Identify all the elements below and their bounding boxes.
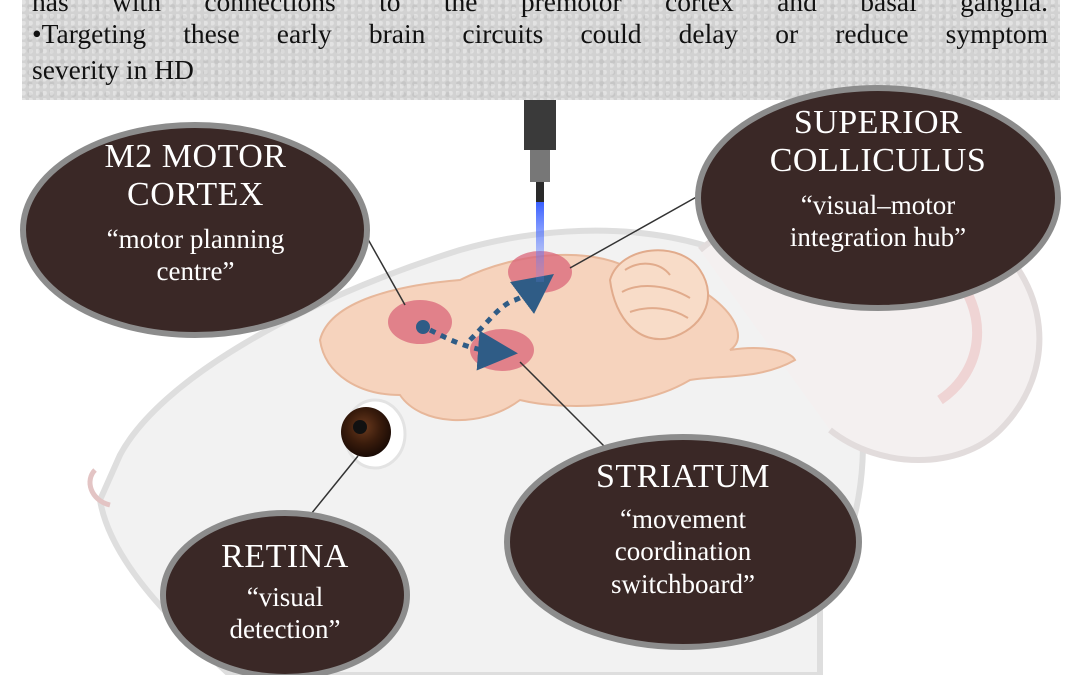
header-line-1: has with connections to the premotor cor… bbox=[32, 0, 1048, 17]
header-line-2: •Targeting these early brain circuits co… bbox=[32, 18, 1048, 49]
striatum-title: STRIATUM bbox=[595, 458, 771, 495]
striatum-subtitle-line-1: “movement bbox=[620, 504, 746, 535]
retina-label-bubble bbox=[160, 510, 410, 675]
pathway-origin-dot bbox=[416, 320, 430, 334]
striatum-label: STRIATUM “movement coordination switchbo… bbox=[533, 458, 833, 599]
header-line-3: severity in HD bbox=[32, 54, 194, 85]
optogenetic-probe-icon bbox=[524, 100, 556, 282]
retina-label: RETINA “visual detection” bbox=[185, 538, 385, 645]
sc-title-line-2: COLLICULUS bbox=[769, 142, 987, 180]
m2-label-bubble bbox=[20, 122, 370, 338]
superior-colliculus-label: SUPERIOR COLLICULUS “visual–motor integr… bbox=[720, 104, 1036, 253]
sc-subtitle-line-2: integration hub” bbox=[789, 222, 967, 253]
m2-subtitle-line-1: “motor planning bbox=[106, 224, 285, 255]
striatum-label-bubble bbox=[504, 434, 862, 650]
pathway-arrow-to-colliculus bbox=[468, 273, 554, 342]
superior-colliculus-label-bubble bbox=[695, 85, 1061, 311]
striatum-subtitle-line-2: coordination bbox=[614, 536, 752, 567]
m2-subtitle-line-2: centre” bbox=[156, 256, 235, 287]
retina-title: RETINA bbox=[221, 538, 349, 575]
eye-icon bbox=[341, 398, 407, 470]
brain-illustration bbox=[318, 249, 797, 422]
pathway-arrow-to-striatum bbox=[428, 327, 518, 371]
striatum-subtitle-line-3: switchboard” bbox=[611, 568, 755, 599]
m2-title-line-2: CORTEX bbox=[127, 176, 264, 214]
header-text-panel: has with connections to the premotor cor… bbox=[22, 0, 1060, 100]
retina-subtitle-line-2: detection” bbox=[229, 614, 341, 645]
sc-title-line-1: SUPERIOR bbox=[793, 104, 963, 141]
retina-subtitle-line-1: “visual bbox=[246, 582, 324, 613]
sc-subtitle-line-1: “visual–motor bbox=[800, 190, 956, 221]
m2-title-line-1: M2 MOTOR bbox=[104, 138, 287, 175]
m2-motor-cortex-label: M2 MOTOR CORTEX “motor planning centre” bbox=[43, 138, 348, 287]
